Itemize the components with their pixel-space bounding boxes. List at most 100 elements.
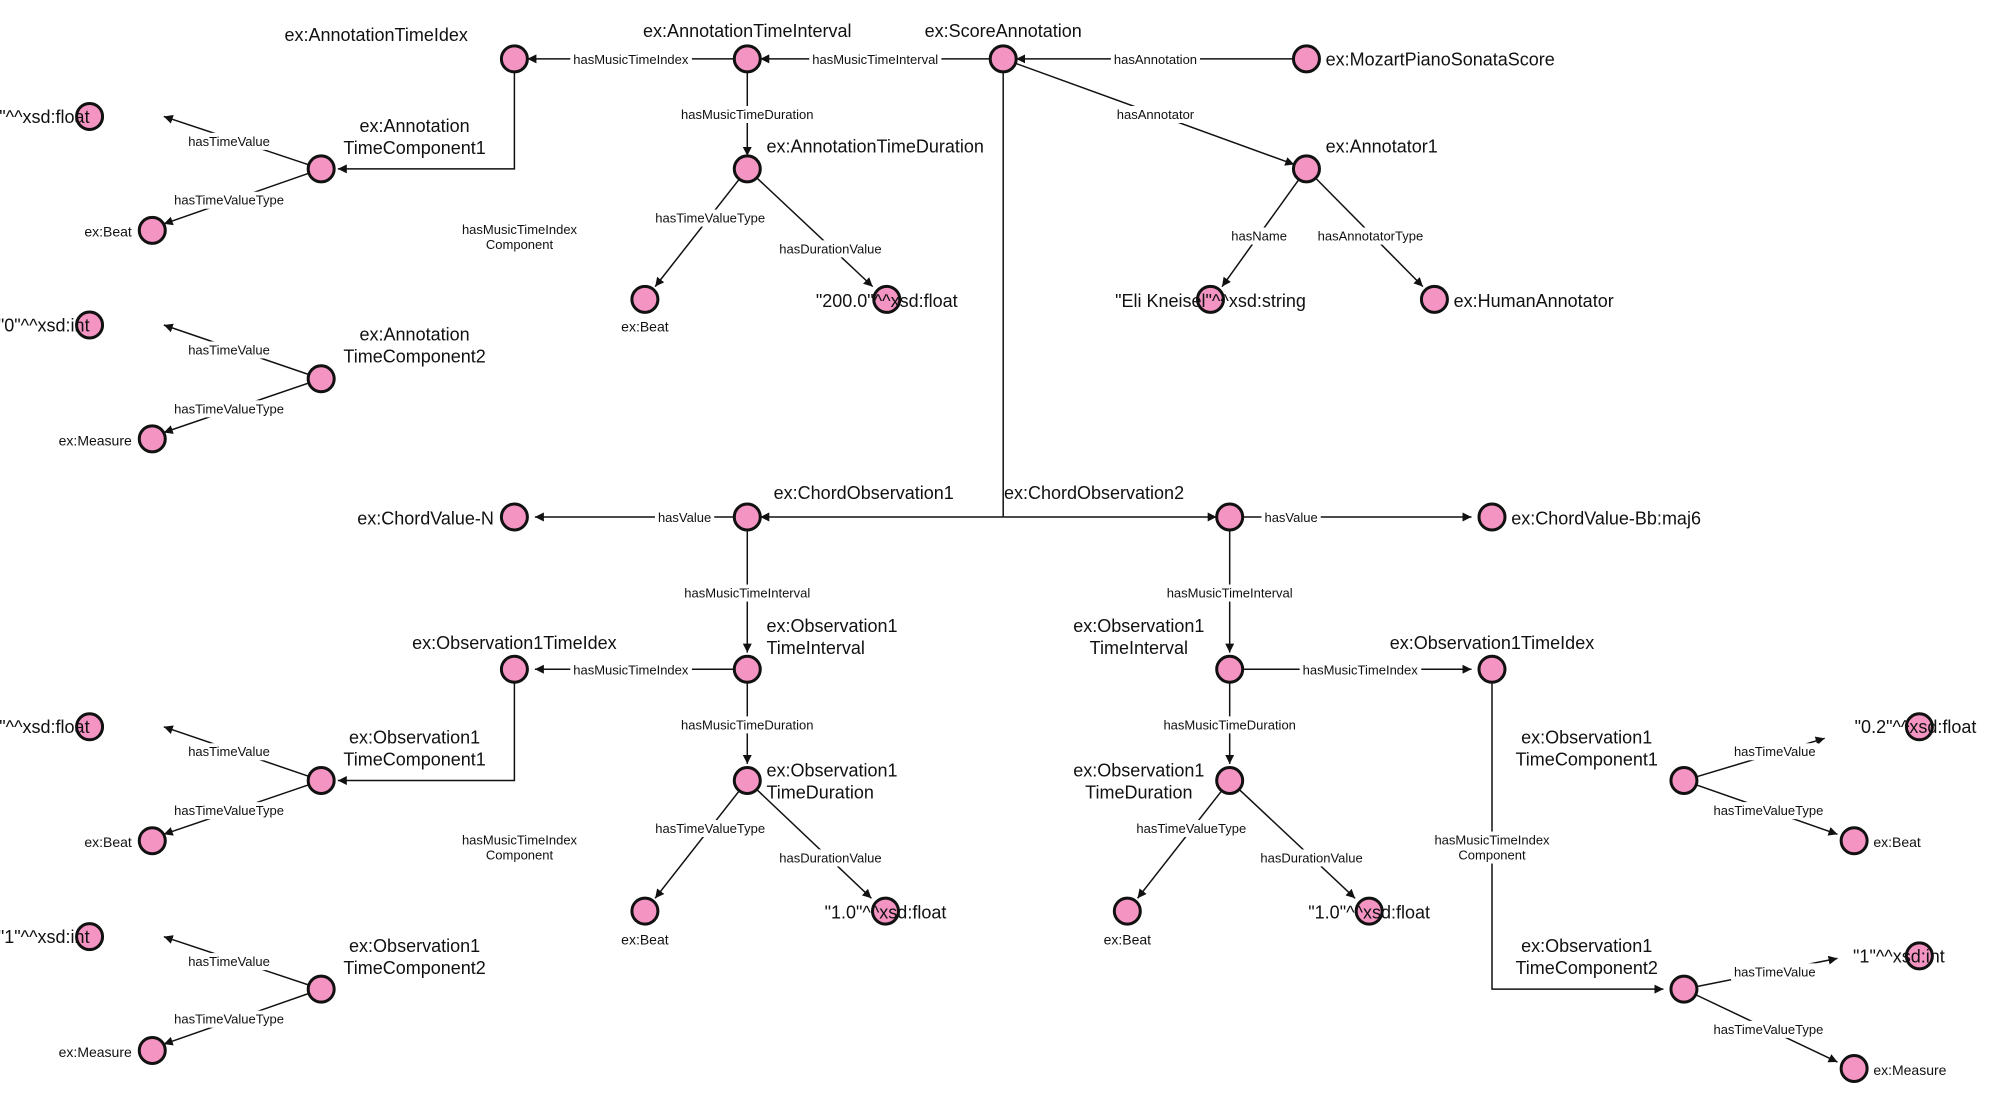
resource-node-beat-o2d[interactable] (1112, 896, 1142, 926)
edge-label: hasTimeValue (188, 954, 270, 969)
resource-node-score-annotation[interactable] (988, 44, 1018, 74)
node-label-beat-a1: ex:Beat (84, 224, 132, 240)
edge-label-bg (171, 802, 287, 820)
node-label-lit-eli: "Eli Kneisel"^^xsd:string (1115, 291, 1306, 311)
node-label-lit-1-int-l: "1"^^xsd:int (0, 927, 90, 947)
edge-label: hasMusicTimeDuration (681, 107, 813, 122)
resource-node-beat-o2[interactable] (1839, 826, 1869, 856)
node-label-beat-ad: ex:Beat (621, 318, 669, 334)
resource-node-annotation-time-index[interactable] (499, 44, 529, 74)
edge-label-bg (171, 400, 287, 418)
resource-node-annotation-time-interval[interactable] (732, 44, 762, 74)
edge-label: hasTimeValue (1734, 964, 1816, 979)
edge-label: hasMusicTimeIndex (1303, 662, 1419, 677)
resource-node-obs2-time-duration[interactable] (1215, 766, 1245, 796)
resource-node-obs2-time-interval[interactable] (1215, 654, 1245, 684)
resource-node-annotation-tc1[interactable] (306, 154, 336, 184)
literal-node-lit-02-float-l[interactable] (75, 712, 105, 742)
edge-label: hasTimeValueType (174, 193, 284, 208)
edge-label: hasTimeValueType (174, 803, 284, 818)
resource-node-annotator1[interactable] (1291, 154, 1321, 184)
edge-label: hasName (1231, 229, 1287, 244)
resource-node-obs1-time-interval[interactable] (732, 654, 762, 684)
resource-node-obs1-tc1[interactable] (306, 766, 336, 796)
resource-node-obs2-tc2[interactable] (1669, 974, 1699, 1004)
resource-node-chord-obs1[interactable] (732, 502, 762, 532)
resource-node-beat-o1[interactable] (137, 826, 167, 856)
edge-label-bg (1710, 802, 1827, 820)
edge-label-bg (652, 820, 769, 838)
literal-node-lit-10-float-r[interactable] (1354, 896, 1384, 926)
edge-label-bg (809, 50, 942, 68)
resource-node-obs1-tc2[interactable] (306, 974, 336, 1004)
edge-label: hasTimeValueType (174, 401, 284, 416)
literal-node-lit-02-float-r[interactable] (1904, 712, 1934, 742)
edge-label: hasValue (658, 510, 711, 525)
resource-node-annotation-tc2[interactable] (306, 364, 336, 394)
edge-e-ad-value (746, 168, 874, 288)
literal-node-lit-2000-float[interactable] (872, 284, 902, 314)
edge-label-bg (652, 209, 769, 227)
edge-label: hasTimeValueType (1713, 803, 1823, 818)
resource-node-chord-value-n[interactable] (499, 502, 529, 532)
literal-node-lit-00-float[interactable] (75, 101, 105, 131)
edge-label: hasTimeValueType (655, 821, 765, 836)
edge-label: hasTimeValue (1734, 744, 1816, 759)
edge-label: hasDurationValue (1260, 850, 1362, 865)
node-label-lit-00-float: "0.0"^^xsd:float (0, 107, 90, 127)
node-label-measure-o1: ex:Measure (59, 1044, 132, 1060)
node-label-annotation-time-duration: ex:AnnotationTimeDuration (766, 136, 983, 156)
literal-node-lit-eli[interactable] (1195, 284, 1225, 314)
resource-node-beat-o1d[interactable] (630, 896, 660, 926)
edge-label: hasTimeValueType (655, 211, 765, 226)
literal-node-lit-0-int[interactable] (75, 310, 105, 340)
edge-e-o1idx-comp (337, 669, 516, 786)
edge-label-bg (570, 661, 692, 679)
edge-label-bg (171, 191, 287, 209)
resource-node-measure-o2[interactable] (1839, 1053, 1869, 1083)
node-label-beat-o2d: ex:Beat (1104, 931, 1152, 947)
edge-label-bg (185, 743, 273, 761)
node-label-chord-obs1: ex:ChordObservation1 (774, 483, 954, 503)
edge-label: hasTimeValueType (174, 1012, 284, 1027)
edge-e-aidx-comp (337, 58, 516, 174)
resource-node-human-annotator[interactable] (1419, 284, 1449, 314)
node-label-beat-o1d: ex:Beat (621, 931, 669, 947)
resource-node-chord-value-bb[interactable] (1477, 502, 1507, 532)
resource-node-obs2-tc1[interactable] (1669, 766, 1699, 796)
resource-node-obs1-time-index[interactable] (499, 654, 529, 684)
resource-node-obs2-time-index[interactable] (1477, 654, 1507, 684)
edge-label: hasDurationValue (779, 850, 881, 865)
resource-node-measure-a2[interactable] (137, 424, 167, 454)
resource-node-obs1-time-duration[interactable] (732, 766, 762, 796)
edge-label: hasMusicTimeDuration (681, 717, 813, 732)
literal-node-lit-1-int-r[interactable] (1904, 941, 1934, 971)
edge-label: hasMusicTimeInterval (684, 586, 810, 601)
edge-label-bg (458, 221, 581, 254)
literal-node-lit-1-int-l[interactable] (75, 922, 105, 952)
node-label-chord-value-bb: ex:ChordValue-Bb:maj6 (1511, 509, 1701, 529)
edge-label-bg (1431, 831, 1554, 864)
edge-e-o2d-type (1136, 780, 1231, 899)
edge-e-o1d-type (654, 780, 748, 899)
edge-label: hasMusicTimeInterval (1167, 586, 1293, 601)
edge-label-bg (185, 132, 273, 150)
resource-node-mozart-score[interactable] (1291, 44, 1321, 74)
resource-node-annotation-time-duration[interactable] (732, 154, 762, 184)
resource-node-measure-o1[interactable] (137, 1036, 167, 1066)
node-label-annotator1: ex:Annotator1 (1326, 136, 1438, 156)
edge-label: hasMusicTimeDuration (1163, 717, 1295, 732)
node-label-obs2-time-index: ex:Observation1TimeIdex (1390, 633, 1594, 653)
edge-label-bg (776, 240, 885, 258)
node-label-lit-10-float-l: "1.0"^^xsd:float (825, 903, 947, 923)
resource-node-beat-ad[interactable] (630, 284, 660, 314)
resource-node-beat-a1[interactable] (137, 215, 167, 245)
edge-label-bg (654, 509, 715, 527)
literal-node-lit-10-float-l[interactable] (870, 896, 900, 926)
resource-node-chord-obs2[interactable] (1215, 502, 1245, 532)
